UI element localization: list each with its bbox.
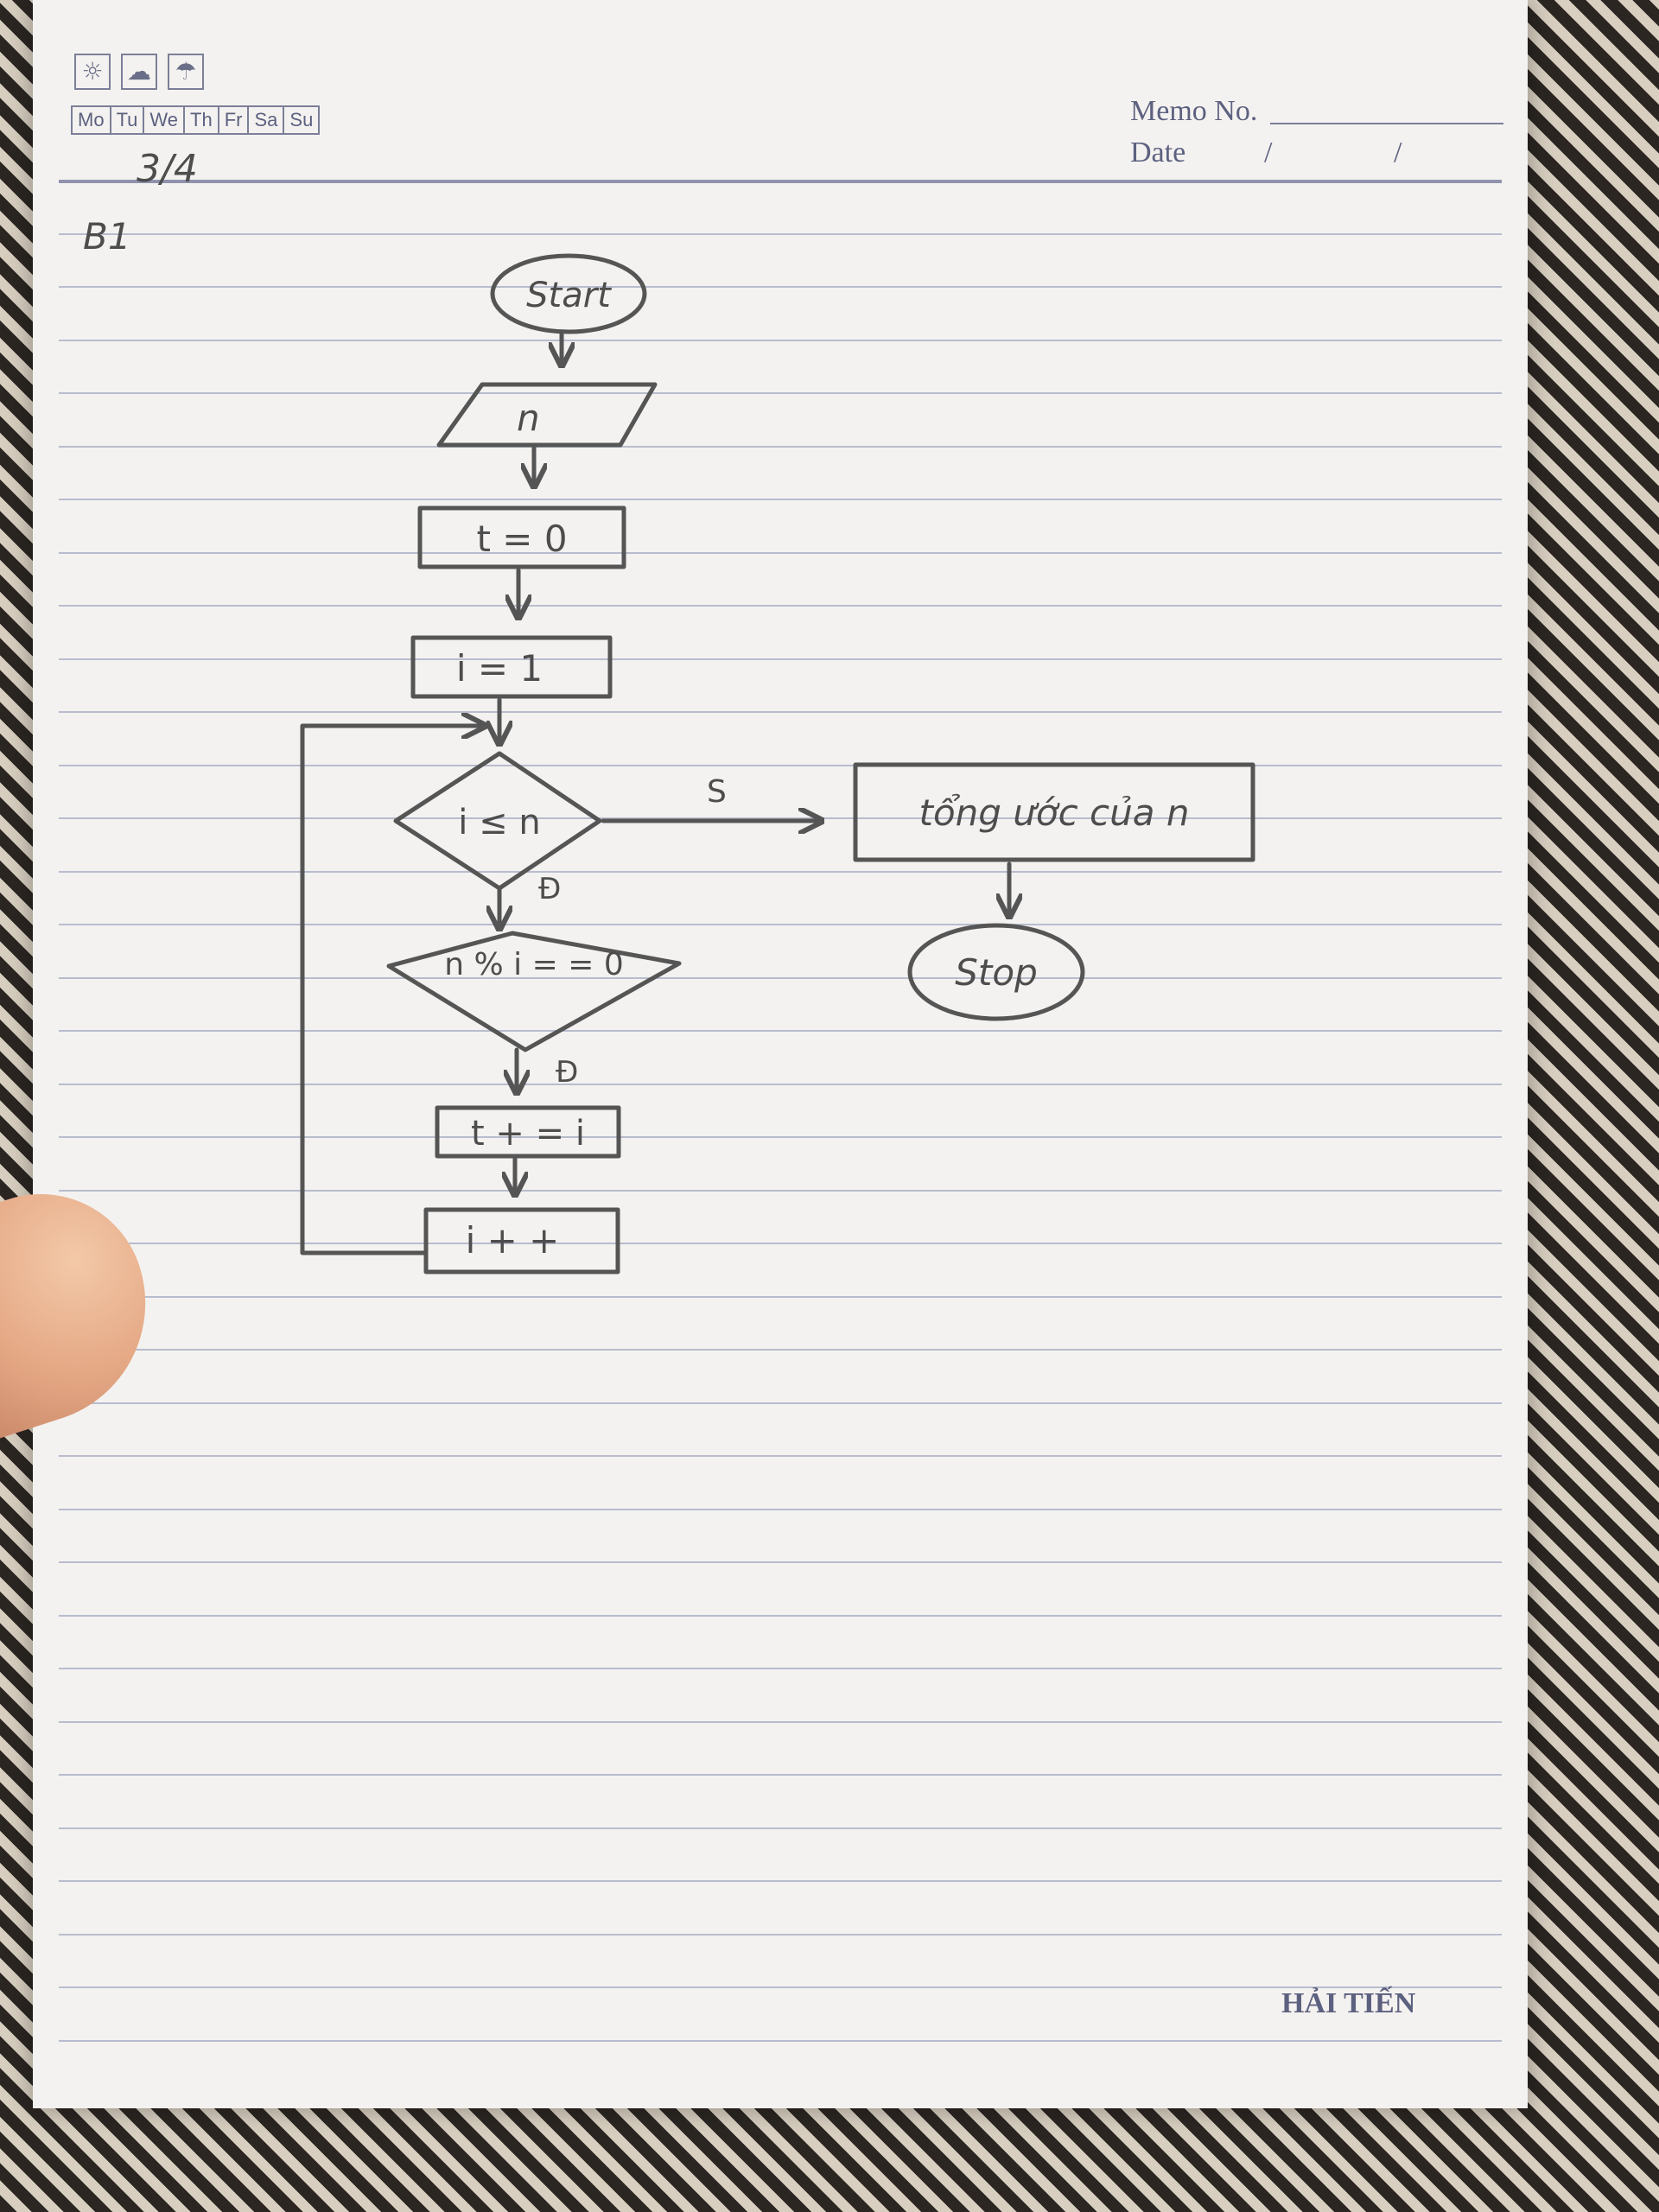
ruled-line [59,764,1502,766]
ruled-line [59,1349,1502,1351]
output-label: tổng ước của n [919,791,1190,834]
ruled-line [59,1986,1502,1988]
process-init-t [417,505,626,569]
memo-underline [1270,123,1503,124]
sun-icon: ☼ [74,54,111,90]
cloud-icon: ☁ [121,54,157,90]
ruled-line [59,1774,1502,1776]
ruled-line [59,499,1502,500]
process-increment [423,1207,620,1274]
ruled-line [59,658,1502,660]
ruled-line [59,339,1502,341]
handwritten-date: 3/4 [137,147,198,191]
day-we: We [144,107,186,133]
ruled-line [59,870,1502,873]
output-box [853,762,1255,862]
ruled-line [59,711,1502,713]
ruled-line [59,1668,1502,1669]
input-label: n [517,397,540,439]
ruled-line [59,1880,1502,1882]
process-accumulate [435,1105,621,1159]
ruled-line [59,976,1502,979]
check-label: n % i = = 0 [444,947,623,982]
day-tu: Tu [111,107,145,133]
day-sa: Sa [249,107,285,133]
ruled-line [59,1455,1502,1457]
date-separator-1: / [1264,137,1273,168]
ruled-line [59,180,1502,183]
start-terminal [490,253,647,334]
init-t-label: t = 0 [476,518,567,560]
ruled-line [59,392,1502,394]
ruled-line [59,1720,1502,1723]
ruled-line [59,1030,1502,1032]
umbrella-icon: ☂ [168,54,204,90]
stop-terminal [907,923,1085,1021]
ruled-line [59,1083,1502,1085]
input-parallelogram [436,382,658,448]
accumulate-label: t + = i [471,1114,585,1154]
ruled-line [59,551,1502,554]
weekday-strip: Mo Tu We Th Fr Sa Su [71,105,321,135]
day-mo: Mo [73,107,111,133]
process-init-i [410,635,613,699]
condition-true-label: Đ [538,872,561,906]
ruled-line [59,1243,1502,1244]
ruled-line [59,924,1502,925]
ruled-line [59,1827,1502,1829]
date-separator-2: / [1394,137,1402,168]
ruled-line [59,817,1502,819]
ruled-line [59,286,1502,288]
exercise-label: B1 [83,215,131,257]
notebook-page: ☼ ☁ ☂ Mo Tu We Th Fr Sa Su Memo No. Date… [33,0,1528,2108]
stop-label: Stop [955,951,1037,994]
day-su: Su [289,109,314,130]
ruled-line [59,1295,1502,1298]
ruled-line [59,232,1502,235]
ruled-line [59,445,1502,448]
ruled-line [59,1189,1502,1192]
init-i-label: i = 1 [456,647,543,690]
ruled-line [59,1508,1502,1510]
day-fr: Fr [219,107,250,133]
increment-label: i + + [466,1219,560,1262]
condition-label: i ≤ n [458,803,540,842]
ruled-line [59,605,1502,607]
condition-false-label: S [707,774,727,810]
memo-label: Memo No. [1130,95,1258,127]
day-th: Th [185,107,219,133]
check-true-label: Đ [556,1055,578,1090]
date-label: Date [1130,137,1186,168]
decision-divisible [386,931,682,1052]
flowchart: 3/4 B1 Start n t = 0 i = 1 i ≤ n S Đ n %… [83,147,1255,1274]
loop-back-arrow [300,726,482,1255]
start-label: Start [526,276,612,315]
ruled-line [59,1402,1502,1404]
ruled-line [59,1933,1502,1936]
ruled-line [59,1561,1502,1563]
ruled-line [59,1136,1502,1138]
ruled-line [59,1614,1502,1617]
brand-label: HẢI TIẾN [1281,1987,1416,2019]
ruled-line [59,2039,1502,2042]
